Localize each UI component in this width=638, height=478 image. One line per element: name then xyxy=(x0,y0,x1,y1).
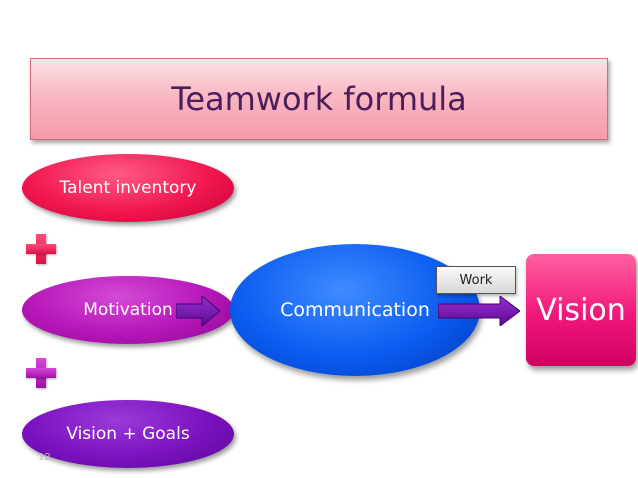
vision-goals-node: Vision + Goals xyxy=(22,400,234,468)
arrow-right-icon xyxy=(438,296,520,326)
slide-number: 12 xyxy=(38,452,51,463)
title-box: Teamwork formula xyxy=(30,58,608,140)
work-label: Work xyxy=(436,266,516,294)
arrow-right-icon xyxy=(176,296,220,326)
plus-icon xyxy=(26,358,56,388)
slide-title: Teamwork formula xyxy=(171,80,467,118)
plus-icon xyxy=(26,234,56,264)
vision-node: Vision xyxy=(526,254,636,366)
talent-inventory-node: Talent inventory xyxy=(22,154,234,222)
